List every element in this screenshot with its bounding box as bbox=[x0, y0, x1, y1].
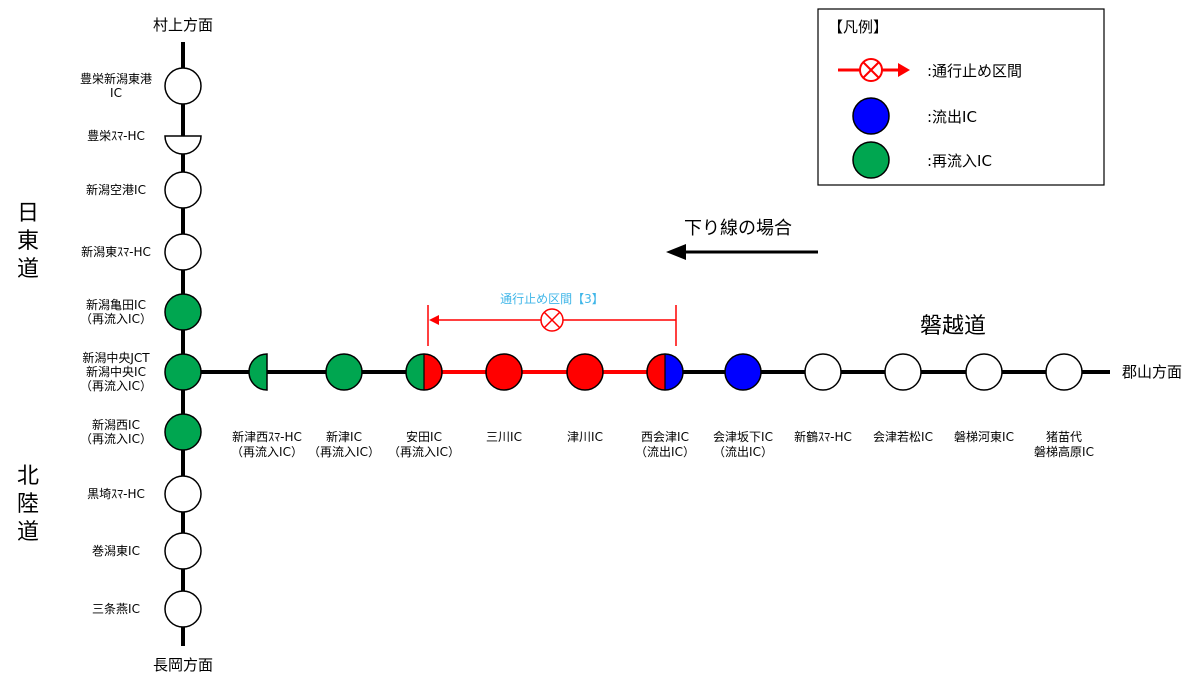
ic-node[interactable]: 巻潟東IC bbox=[92, 532, 202, 570]
ic-label: 新津西ｽﾏ-HC bbox=[232, 429, 302, 444]
legend-title: 【凡例】 bbox=[828, 18, 888, 36]
ic-node-icon bbox=[164, 475, 202, 513]
ic-node-icon bbox=[164, 590, 202, 628]
vertical-interchanges: 豊栄新潟東港IC豊栄ｽﾏ-HC新潟空港IC新潟東ｽﾏ-HC新潟亀田IC（再流入I… bbox=[80, 67, 202, 628]
ic-label: 西会津IC bbox=[641, 430, 689, 444]
legend-reentry-label: :再流入IC bbox=[927, 152, 992, 170]
ic-node[interactable]: 新潟西IC（再流入IC） bbox=[80, 413, 202, 451]
ic-label: 新津IC bbox=[326, 429, 362, 444]
ic-node[interactable]: 会津若松IC bbox=[873, 353, 933, 444]
ic-node-icon bbox=[724, 353, 762, 391]
ic-node[interactable]: 新潟亀田IC（再流入IC） bbox=[80, 293, 202, 331]
legend-closed-label: :通行止め区間 bbox=[927, 62, 1022, 80]
ic-node-icon bbox=[965, 353, 1003, 391]
route-name-hokuriku: 北陸道 bbox=[17, 464, 39, 545]
legend-exit-swatch bbox=[852, 97, 890, 135]
ic-label: （再流入IC） bbox=[388, 445, 460, 459]
ic-label: （再流入IC） bbox=[80, 379, 152, 393]
ic-label: 新潟中央IC bbox=[86, 364, 146, 379]
ic-node[interactable]: 磐梯河東IC bbox=[954, 353, 1014, 444]
ic-label: 新潟空港IC bbox=[86, 182, 146, 197]
route-name-nihonkai-tohoku: 日東道 bbox=[17, 201, 39, 282]
ic-label: （再流入IC） bbox=[80, 432, 152, 446]
case-label: 下り線の場合 bbox=[684, 218, 792, 239]
closure-section-label: 通行止め区間【3】 bbox=[500, 292, 604, 306]
ic-node-icon bbox=[485, 353, 523, 391]
ic-label: 新潟亀田IC bbox=[86, 297, 146, 312]
closure-annotation: 通行止め区間【3】 bbox=[427, 292, 677, 346]
ic-node[interactable]: 西会津IC（流出IC） bbox=[635, 353, 695, 459]
ic-node[interactable]: 会津坂下IC（流出IC） bbox=[713, 353, 773, 459]
ic-label: 磐梯高原IC bbox=[1034, 444, 1094, 459]
ic-label: 新潟中央JCT bbox=[82, 350, 150, 365]
ic-node-icon bbox=[164, 293, 202, 331]
legend-exit-label: :流出IC bbox=[927, 108, 977, 126]
ic-node[interactable]: 三条燕IC bbox=[92, 590, 202, 628]
ic-node[interactable]: 津川IC bbox=[566, 353, 604, 444]
ic-split-right bbox=[665, 354, 683, 390]
ic-node-icon bbox=[804, 353, 842, 391]
ic-node[interactable]: 新津IC（再流入IC） bbox=[308, 353, 380, 459]
ic-node[interactable]: 黒埼ｽﾏ-HC bbox=[87, 475, 202, 513]
ic-node-icon bbox=[164, 233, 202, 271]
ic-label: 会津坂下IC bbox=[713, 430, 773, 444]
south-direction-label: 長岡方面 bbox=[153, 656, 213, 674]
east-direction-label: 郡山方面 bbox=[1122, 363, 1182, 381]
ic-label: 三条燕IC bbox=[92, 602, 140, 616]
ic-label: 猪苗代 bbox=[1046, 430, 1082, 444]
horizontal-interchanges: 新津西ｽﾏ-HC（再流入IC）新津IC（再流入IC）安田IC（再流入IC）三川I… bbox=[231, 353, 1094, 459]
ic-label: （再流入IC） bbox=[231, 445, 303, 459]
ic-label: 磐梯河東IC bbox=[954, 430, 1014, 444]
ic-node[interactable]: 新津西ｽﾏ-HC（再流入IC） bbox=[231, 353, 303, 459]
legend-closed-symbol bbox=[838, 58, 910, 82]
legend-reentry-swatch bbox=[852, 141, 890, 179]
ic-node[interactable]: 新鶴ｽﾏ-HC bbox=[794, 353, 852, 444]
ic-label: 新潟西IC bbox=[92, 417, 140, 432]
ic-node-icon bbox=[566, 353, 604, 391]
ic-label: 豊栄新潟東港 bbox=[80, 71, 152, 86]
ic-node[interactable]: 三川IC bbox=[485, 353, 523, 444]
ic-split-right bbox=[424, 354, 442, 390]
ic-label: 安田IC bbox=[406, 429, 442, 444]
ic-label: 黒埼ｽﾏ-HC bbox=[87, 487, 145, 501]
route-name-banetsu: 磐越道 bbox=[920, 314, 986, 339]
ic-half-node-icon bbox=[248, 353, 268, 391]
ic-node-icon bbox=[1045, 353, 1083, 391]
ic-label: 津川IC bbox=[567, 430, 603, 444]
ic-node[interactable]: 安田IC（再流入IC） bbox=[388, 353, 460, 459]
ic-label: （再流入IC） bbox=[80, 312, 152, 326]
ic-label: （流出IC） bbox=[713, 445, 773, 459]
ic-node-icon bbox=[164, 171, 202, 209]
ic-label: 三川IC bbox=[486, 430, 522, 444]
ic-node[interactable]: 豊栄ｽﾏ-HC bbox=[87, 129, 202, 155]
ic-label: IC bbox=[110, 86, 122, 100]
ic-node-icon bbox=[164, 353, 202, 391]
ic-node[interactable]: 新潟空港IC bbox=[86, 171, 202, 209]
ic-node-icon bbox=[164, 67, 202, 105]
ic-half-node-icon bbox=[164, 135, 202, 155]
ic-label: 巻潟東IC bbox=[92, 544, 140, 558]
ic-label: 豊栄ｽﾏ-HC bbox=[87, 129, 145, 143]
ic-label: （再流入IC） bbox=[308, 445, 380, 459]
ic-label: 会津若松IC bbox=[873, 430, 933, 444]
direction-arrow-icon bbox=[666, 244, 818, 260]
ic-label: 新潟東ｽﾏ-HC bbox=[81, 244, 151, 259]
north-direction-label: 村上方面 bbox=[153, 16, 213, 34]
ic-node-icon bbox=[164, 413, 202, 451]
ic-node[interactable]: 新潟東ｽﾏ-HC bbox=[81, 233, 202, 271]
ic-node-icon bbox=[164, 532, 202, 570]
ic-node-icon bbox=[884, 353, 922, 391]
ic-split-left bbox=[647, 354, 665, 390]
ic-label: （流出IC） bbox=[635, 445, 695, 459]
ic-split-left bbox=[406, 354, 424, 390]
legend: 【凡例】 :通行止め区間 :流出IC :再流入IC bbox=[817, 8, 1105, 186]
ic-node-icon bbox=[325, 353, 363, 391]
ic-label: 新鶴ｽﾏ-HC bbox=[794, 429, 852, 444]
